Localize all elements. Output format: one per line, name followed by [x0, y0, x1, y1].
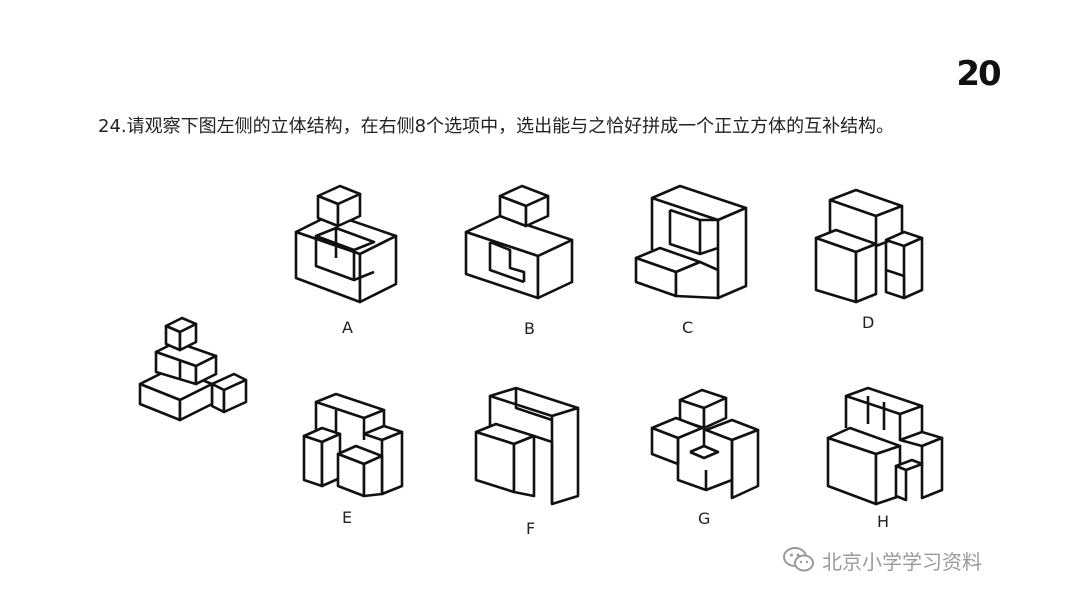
option-c-figure [634, 184, 748, 300]
option-label-g: G [698, 509, 711, 528]
option-label-d: D [862, 313, 875, 332]
option-f-figure [474, 386, 580, 506]
option-d-figure [814, 188, 924, 304]
option-label-h: H [877, 512, 890, 531]
option-g-figure [650, 388, 760, 500]
option-h-figure [826, 386, 944, 506]
wechat-icon [783, 547, 814, 572]
option-label-b: B [524, 319, 535, 338]
page-number: 20 [956, 54, 1001, 94]
watermark-text: 北京小学学习资料 [822, 549, 982, 574]
option-b-figure [464, 184, 574, 300]
option-label-e: E [342, 508, 353, 527]
option-label-a: A [342, 318, 353, 337]
watermark: 北京小学学习资料 [782, 544, 982, 576]
option-e-figure [302, 392, 404, 498]
given-structure [138, 316, 248, 422]
question-text: 24.请观察下图左侧的立体结构，在右侧8个选项中，选出能与之恰好拼成一个正立方体… [98, 116, 895, 137]
option-label-c: C [682, 318, 694, 337]
option-a-figure [294, 184, 398, 304]
option-label-f: F [526, 519, 536, 538]
